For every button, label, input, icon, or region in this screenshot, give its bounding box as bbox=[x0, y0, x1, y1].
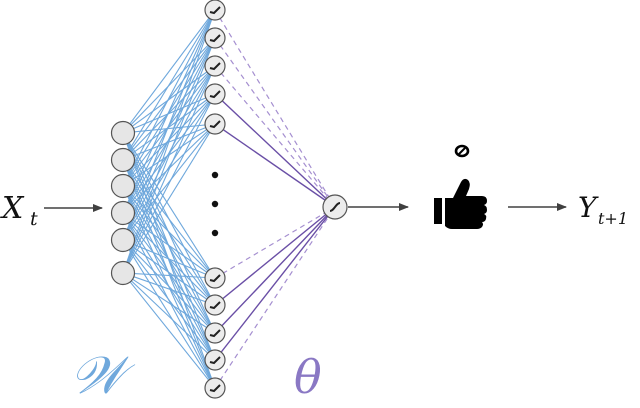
ellipsis-dot bbox=[211, 200, 219, 208]
theta-edge bbox=[214, 206, 336, 279]
ellipsis-dots bbox=[211, 171, 219, 237]
hidden-layer bbox=[204, 0, 226, 399]
ellipsis-dot bbox=[211, 171, 219, 179]
theta-edge bbox=[214, 93, 336, 208]
theta-edge bbox=[214, 123, 336, 208]
input-node bbox=[110, 120, 136, 146]
weight-edge bbox=[122, 239, 216, 389]
hidden-node bbox=[204, 267, 226, 289]
hidden-node bbox=[204, 83, 226, 105]
hidden-node bbox=[204, 0, 226, 21]
output-neuron bbox=[322, 194, 348, 220]
weight-edge bbox=[122, 9, 216, 214]
theta-edge bbox=[214, 65, 336, 208]
weight-edge bbox=[122, 37, 216, 241]
weight-edge bbox=[122, 93, 216, 274]
relu-icon bbox=[209, 34, 221, 43]
weights-label: 𝒲 bbox=[70, 346, 136, 406]
ellipsis-dot bbox=[211, 229, 219, 237]
weight-edge bbox=[122, 239, 216, 279]
thumbs-up-icon bbox=[434, 178, 487, 229]
weight-edge bbox=[122, 9, 216, 161]
relu-icon bbox=[209, 384, 221, 393]
hidden-node bbox=[204, 294, 226, 316]
weight-edge bbox=[122, 123, 216, 134]
relu-icon bbox=[209, 329, 221, 338]
weight-edge bbox=[122, 239, 216, 361]
weight-connections bbox=[122, 9, 216, 389]
theta-edge bbox=[214, 206, 336, 306]
weight-edge bbox=[122, 93, 216, 241]
relu-icon bbox=[209, 120, 221, 129]
weight-edge bbox=[122, 9, 216, 241]
relu-icon bbox=[209, 274, 221, 283]
theta-edge bbox=[214, 206, 336, 361]
hidden-node bbox=[204, 322, 226, 344]
hidden-node bbox=[204, 55, 226, 77]
relu-icon bbox=[209, 62, 221, 71]
relu-icon bbox=[209, 301, 221, 310]
weight-edge bbox=[122, 272, 216, 389]
hidden-node bbox=[204, 27, 226, 49]
weight-edge bbox=[122, 123, 216, 274]
theta-edge bbox=[214, 206, 336, 389]
weight-edge bbox=[122, 123, 216, 241]
theta-connections bbox=[214, 9, 336, 389]
input-node bbox=[110, 200, 136, 226]
weight-edge bbox=[122, 9, 216, 274]
hidden-node bbox=[204, 377, 226, 399]
theta-label: θ bbox=[294, 350, 322, 404]
theta-edge bbox=[214, 206, 336, 334]
weight-edge bbox=[122, 9, 216, 187]
theta-edge bbox=[214, 37, 336, 208]
coin-icon bbox=[454, 144, 470, 158]
weight-edge bbox=[122, 239, 216, 306]
theta-edge bbox=[214, 9, 336, 208]
relu-icon bbox=[209, 356, 221, 365]
relu-icon bbox=[209, 90, 221, 99]
weight-edge bbox=[122, 272, 216, 361]
weight-edge bbox=[122, 65, 216, 274]
weight-edge bbox=[122, 93, 216, 161]
weight-edge bbox=[122, 272, 216, 279]
input-node bbox=[110, 147, 136, 173]
input-subscript: t bbox=[30, 208, 38, 230]
weight-edge bbox=[122, 239, 216, 334]
weight-edge bbox=[122, 37, 216, 274]
relu-icon bbox=[209, 6, 221, 15]
hidden-node bbox=[204, 113, 226, 135]
input-node bbox=[110, 227, 136, 253]
weight-edge bbox=[122, 272, 216, 334]
sigmoid-curve-icon bbox=[329, 202, 341, 212]
input-label: X bbox=[0, 191, 25, 226]
output-label: Y bbox=[578, 191, 599, 224]
input-node bbox=[110, 260, 136, 286]
input-layer bbox=[110, 120, 136, 286]
weight-edge bbox=[122, 272, 216, 306]
input-node bbox=[110, 173, 136, 199]
weight-edge bbox=[122, 9, 216, 134]
hidden-node bbox=[204, 349, 226, 371]
weight-edge bbox=[122, 65, 216, 241]
weight-edge bbox=[122, 212, 216, 279]
output-subscript: t+1 bbox=[598, 209, 628, 228]
